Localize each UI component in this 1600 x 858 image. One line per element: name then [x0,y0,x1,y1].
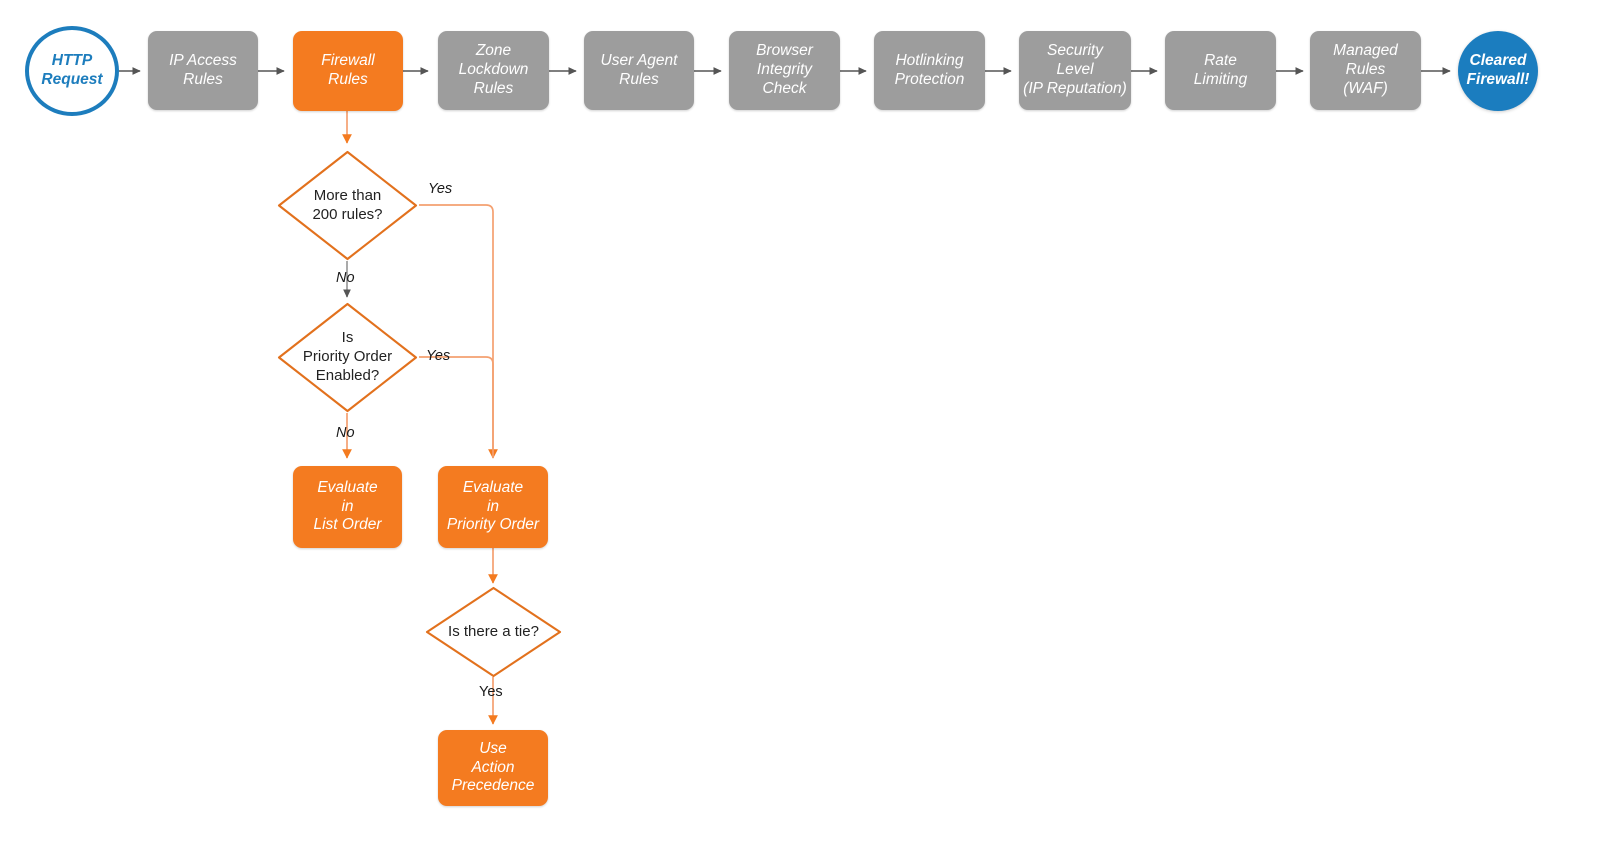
decision-priority-order-enabled[interactable]: Is Priority Order Enabled? [277,302,418,413]
node-label: Use Action Precedence [451,739,535,795]
node-evaluate-priority-order[interactable]: Evaluate in Priority Order [438,466,548,548]
node-label: Rate Limiting [1193,51,1248,88]
edge-label-rules-yes: Yes [428,181,453,197]
node-evaluate-list-order[interactable]: Evaluate in List Order [293,466,402,548]
node-cleared-firewall[interactable]: Cleared Firewall! [1458,31,1538,111]
node-label: Cleared Firewall! [1466,52,1530,88]
node-user-agent-rules[interactable]: User Agent Rules [584,31,694,110]
node-security-level[interactable]: Security Level (IP Reputation) [1019,31,1131,110]
decision-more-than-200-rules[interactable]: More than 200 rules? [277,150,418,261]
node-http-request[interactable]: HTTP Request [25,26,119,116]
diamond-shape [277,150,418,261]
node-label: Hotlinking Protection [894,51,965,88]
edge-label-priority-no: No [336,425,355,441]
edge-label-priority-yes: Yes [426,348,451,364]
node-firewall-rules[interactable]: Firewall Rules [293,31,403,111]
node-label: Browser Integrity Check [756,42,813,97]
node-rate-limiting[interactable]: Rate Limiting [1165,31,1276,110]
node-label: Firewall Rules [321,52,375,88]
diamond-shape [425,586,562,678]
decision-label: More than 200 rules? [312,186,383,223]
decision-label: Is Priority Order Enabled? [302,329,393,384]
decision-is-there-a-tie[interactable]: Is there a tie? [425,586,562,678]
edge-label-tie-yes: Yes [479,684,503,700]
node-hotlinking-protection[interactable]: Hotlinking Protection [874,31,985,110]
node-label: Managed Rules (WAF) [1333,42,1398,97]
node-label: User Agent Rules [600,51,678,88]
node-ip-access-rules[interactable]: IP Access Rules [148,31,258,110]
node-label: Security Level (IP Reputation) [1023,42,1127,97]
node-label: IP Access Rules [169,51,237,88]
edge-priority-yes [419,356,494,458]
node-browser-integrity-check[interactable]: Browser Integrity Check [729,31,840,110]
node-managed-rules-waf[interactable]: Managed Rules (WAF) [1310,31,1421,110]
node-label: Zone Lockdown Rules [458,42,529,97]
edge-rulecount-yes [419,204,498,459]
node-label: HTTP Request [41,52,103,88]
node-zone-lockdown-rules[interactable]: Zone Lockdown Rules [438,31,549,110]
edge-label-rules-no: No [336,270,355,286]
node-label: Evaluate in Priority Order [446,478,540,534]
node-label: Evaluate in List Order [313,478,382,534]
diamond-shape [277,302,418,413]
decision-label: Is there a tie? [448,622,539,640]
node-use-action-precedence[interactable]: Use Action Precedence [438,730,548,806]
